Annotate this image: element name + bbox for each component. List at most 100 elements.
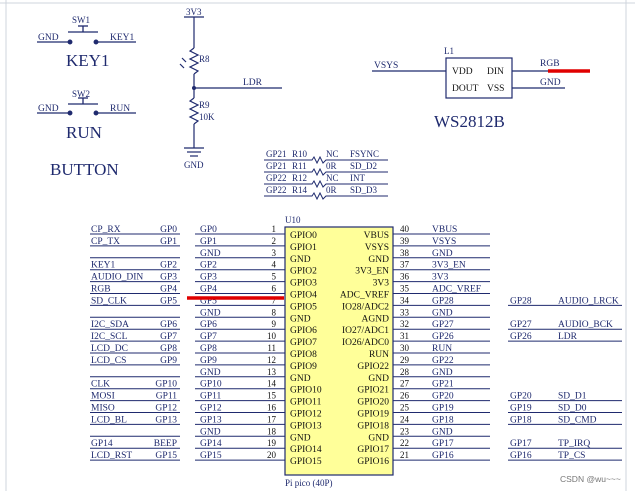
ws2812-body xyxy=(445,57,513,99)
signal-label: SD_D0 xyxy=(558,404,587,414)
signal-label: LCD_CS xyxy=(91,356,126,366)
signal-label: AUDIO_BCK xyxy=(558,320,613,330)
resistor-net: INT xyxy=(350,173,365,183)
pin-name: IO27/ADC1 xyxy=(342,326,389,336)
pin-name: GPIO13 xyxy=(290,421,322,431)
net-label: GP6 xyxy=(200,320,217,330)
net-label: GP22 xyxy=(432,356,454,366)
gp-label: GP0 xyxy=(160,225,177,235)
gp-label: GP6 xyxy=(160,320,177,330)
gp-label: GP3 xyxy=(160,273,177,283)
sw1-left-net: GND xyxy=(38,33,59,43)
signal-label: MISO xyxy=(91,404,115,414)
sw1-ref: SW1 xyxy=(72,15,90,25)
pin-number: 23 xyxy=(400,426,410,436)
gp-label: GP5 xyxy=(160,296,177,306)
pico-body xyxy=(284,226,394,476)
pin-number: 37 xyxy=(400,260,410,270)
net-label: GP13 xyxy=(200,415,222,425)
resistor-row: GP21 R11 0R SD_D2 xyxy=(264,161,388,177)
net-label: ADC_VREF xyxy=(432,285,481,295)
pin-number: 40 xyxy=(400,224,410,234)
pin-number: 25 xyxy=(400,403,410,413)
net-label: GP27 xyxy=(432,320,454,330)
resistor-row: GP21 R10 NC FSYNC xyxy=(264,149,388,165)
pin-name: GPIO3 xyxy=(290,279,317,289)
pin-number: 3 xyxy=(272,248,277,258)
signal-label: TP_IRQ xyxy=(558,439,590,449)
net-label: GP26 xyxy=(432,332,454,342)
signal-label: SD_CMD xyxy=(558,415,597,425)
pin-number: 11 xyxy=(267,343,276,353)
ws2812-part: WS2812B xyxy=(434,112,505,131)
resistor-wire xyxy=(264,179,388,189)
net-label: GP12 xyxy=(200,404,222,414)
resistor-ref: R10 xyxy=(292,149,308,159)
net-label: GP11 xyxy=(200,392,222,402)
resistor-gp: GP22 xyxy=(266,185,287,195)
resistor-row: GP22 R12 NC INT xyxy=(264,173,388,189)
net-label: GND xyxy=(200,368,221,378)
pin-name: GND xyxy=(368,255,389,265)
pin-number: 29 xyxy=(400,355,410,365)
net-label: GND xyxy=(200,427,221,437)
sw1-right-net: KEY1 xyxy=(110,33,135,43)
pin-name: RUN xyxy=(369,350,389,360)
signal-label: TP_CS xyxy=(558,451,585,461)
pin-number: 27 xyxy=(400,379,410,389)
gp-label: GP11 xyxy=(156,392,178,402)
resistor-gp: GP21 xyxy=(266,161,287,171)
pin-number: 38 xyxy=(400,248,410,258)
ws2812-vsys-net: VSYS xyxy=(374,61,398,71)
pin-name: GPIO1 xyxy=(290,243,317,253)
pin-name: VSYS xyxy=(365,243,389,253)
sw2-ref: SW2 xyxy=(72,89,90,99)
pin-name: GPIO2 xyxy=(290,267,317,277)
pin-number: 5 xyxy=(272,272,277,282)
signal-label: KEY1 xyxy=(91,261,116,271)
ws2812-din: DIN xyxy=(487,67,504,77)
net-label: GND xyxy=(432,368,453,378)
sw2-switch-symbol xyxy=(37,97,136,116)
gp-label: GP16 xyxy=(510,451,532,461)
gp-label: GP28 xyxy=(510,296,532,306)
signal-label: SD_D1 xyxy=(558,392,587,402)
signal-label: LDR xyxy=(558,332,578,342)
signal-label: AUDIO_DIN xyxy=(91,273,143,283)
net-label: GP8 xyxy=(200,344,217,354)
ws2812-rgb-net: RGB xyxy=(540,59,560,69)
net-label: GP5 xyxy=(200,296,217,306)
gp-label: GP19 xyxy=(510,404,532,414)
r8-ref: R8 xyxy=(199,54,210,64)
net-label: GP21 xyxy=(432,380,454,390)
pin-name: VBUS xyxy=(364,231,389,241)
resistor-wire xyxy=(264,155,388,165)
pin-name: GPIO11 xyxy=(290,398,322,408)
button-section: SW1 GND KEY1 KEY1 SW2 GND RUN RUN BUTTON xyxy=(37,15,136,179)
pin-number: 32 xyxy=(400,319,409,329)
pin-name: 3V3_EN xyxy=(355,267,389,277)
pin-number: 33 xyxy=(400,307,410,317)
pin-number: 6 xyxy=(272,284,277,294)
pin-name: GPIO8 xyxy=(290,350,317,360)
net-label: 3V3 xyxy=(432,273,449,283)
